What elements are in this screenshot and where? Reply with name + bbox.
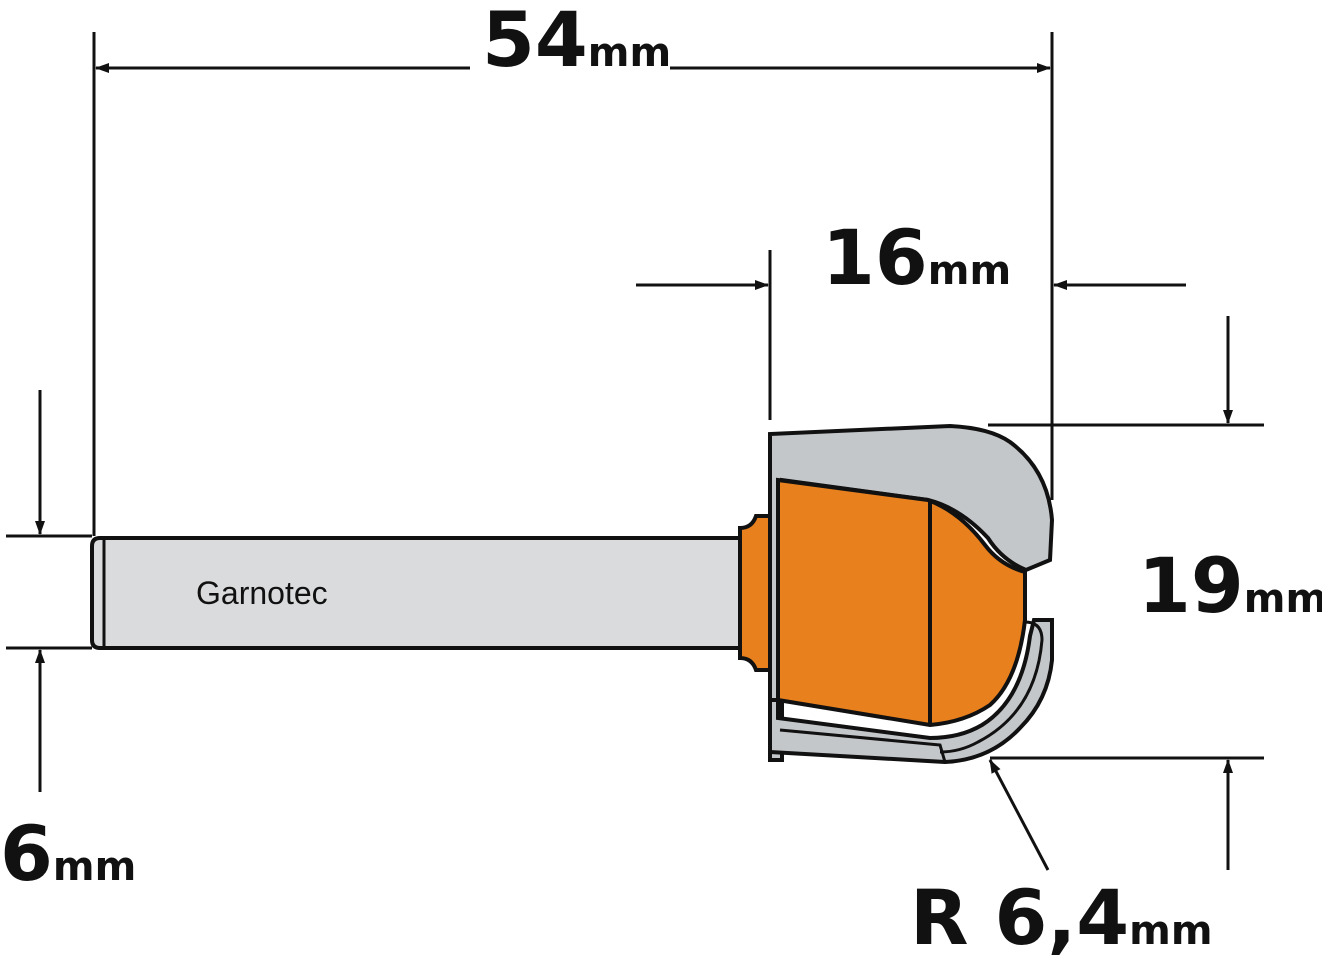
label-cutting-height: 19mm	[1138, 541, 1322, 630]
dimension-lines	[6, 32, 1264, 871]
top-blade	[768, 423, 1055, 762]
label-total-length: 54mm	[482, 0, 671, 84]
svg-text:54mm: 54mm	[482, 0, 671, 84]
cutter-head	[768, 423, 1055, 765]
svg-text:16mm: 16mm	[822, 213, 1011, 302]
shank: Garnotec	[90, 514, 774, 672]
brand-label: Garnotec	[196, 575, 328, 611]
bottom-blade	[768, 618, 1054, 765]
label-shank-diameter: 6mm	[0, 809, 136, 898]
svg-text:6mm: 6mm	[0, 809, 136, 898]
label-cutting-diameter: 16mm	[822, 213, 1011, 302]
svg-text:R6,4mm: R6,4mm	[910, 873, 1213, 962]
orange-body	[776, 477, 1027, 728]
svg-text:19mm: 19mm	[1138, 541, 1322, 630]
